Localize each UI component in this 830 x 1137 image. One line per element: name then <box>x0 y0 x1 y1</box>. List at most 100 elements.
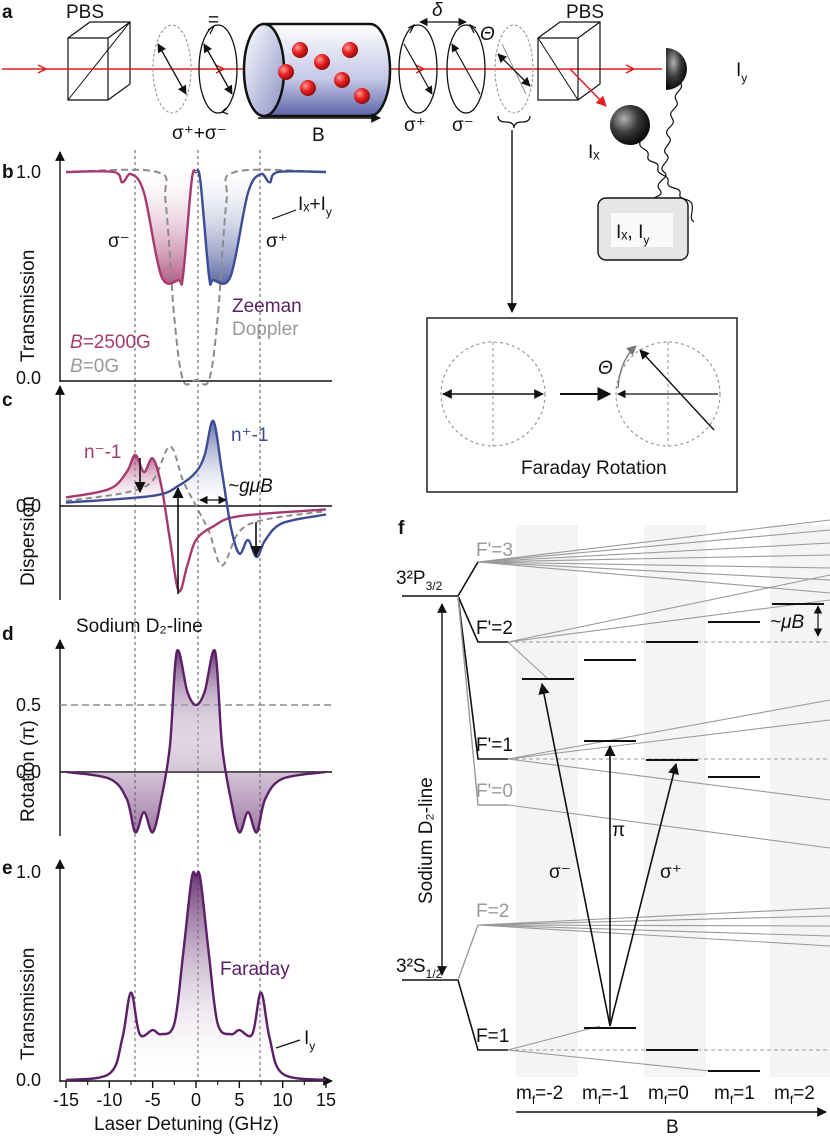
panel-b-b-high: B=2500G <box>70 332 151 353</box>
sigma-plus-transition-label: σ⁺ <box>660 862 682 883</box>
panel-letter-f: f <box>398 518 405 539</box>
theta-label: Θ <box>480 24 495 45</box>
mf-label-p2: mf=2 <box>774 1083 815 1107</box>
panel-c-fill-minus <box>66 455 162 506</box>
pbs-left-label: PBS <box>66 2 104 23</box>
f2-label: F=2 <box>476 901 509 922</box>
pbs-right-label: PBS <box>566 2 604 23</box>
panel-c-line-name: Sodium D₂-line <box>76 616 203 637</box>
spectra-panels: b 1.0 0.0 Transmission σ⁻ σ⁺ Iₓ+Iy Zeema… <box>2 150 336 1135</box>
panel-e-ytick-top: 1.0 <box>16 862 41 882</box>
xtick-label: 5 <box>234 1090 244 1110</box>
panel-c-n-minus-label: n⁻-1 <box>84 442 122 463</box>
detector-box-inner <box>611 213 673 247</box>
panel-e-ylabel: Transmission <box>18 948 39 1060</box>
panel-c-splitting-label: ~gμB <box>228 476 273 497</box>
zeeman-fan-lines <box>477 519 830 1072</box>
panel-d-fill-negative <box>66 650 326 833</box>
panel-b-sigma-plus: σ⁺ <box>266 231 288 252</box>
panel-b-doppler-curve <box>65 168 327 386</box>
sigma-minus-transition <box>538 682 611 1027</box>
panel-b-b-zero: B=0G <box>70 356 119 377</box>
deflected-beam <box>569 68 607 107</box>
panel-letter-d: d <box>2 624 14 645</box>
sublevel-bars <box>522 603 824 1072</box>
panel-f-line-name: Sodium D₂-line <box>416 777 437 904</box>
panel-a: a PBS = σ⁺+σ⁻ <box>2 0 747 313</box>
xtick-label: 10 <box>273 1090 293 1110</box>
beam-arrow-icon <box>625 64 636 74</box>
panel-b-sum-label: Iₓ+Iy <box>298 194 332 219</box>
pi-transition-label: π <box>612 820 625 841</box>
rotation-arc <box>617 345 637 389</box>
panel-d-rotation-curve <box>65 649 327 834</box>
panel-b-ytick-bottom: 0.0 <box>16 368 41 388</box>
panel-c-n-plus-curve <box>65 419 327 559</box>
panel-letter-c: c <box>2 390 13 411</box>
xtick-label: -5 <box>145 1090 161 1110</box>
panel-d-ylabel: Rotation (π) <box>18 720 39 822</box>
panel-c-ytick: 0.0 <box>16 496 41 516</box>
panel-b-fill-plus <box>200 172 261 285</box>
inset-box <box>426 317 738 493</box>
panel-c-ylabel: Dispersion <box>18 496 39 586</box>
inset-title: Faraday Rotation <box>521 458 667 479</box>
vapor-cell-icon <box>242 22 392 118</box>
beam-arrow-icon <box>37 64 48 74</box>
panel-c-fill-plus <box>152 420 222 506</box>
inset-circle-right <box>615 341 721 447</box>
panel-e-xticks: -15 -10 -5 0 5 10 15 <box>53 1081 336 1110</box>
mf-label-p1: mf=1 <box>714 1083 755 1107</box>
mf-label-0: mf=0 <box>648 1083 689 1107</box>
panel-b-sigma-minus: σ⁻ <box>108 231 130 252</box>
panel-b-zeeman-plus-curve <box>194 168 327 286</box>
panel-b-ytick-top: 1.0 <box>16 162 41 182</box>
xtick-label: -10 <box>96 1090 122 1110</box>
panel-d-ytick-zero: 0.0 <box>16 762 41 782</box>
faraday-inset: Θ Faraday Rotation <box>426 317 738 493</box>
f2p-label: F'=2 <box>476 618 513 639</box>
panel-letter-e: e <box>2 858 13 879</box>
f1p-label: F'=1 <box>476 735 513 756</box>
panel-b-zeeman-label: Zeeman <box>232 296 302 317</box>
panel-b-zeeman-minus-curve <box>65 168 198 286</box>
inset-rotated-arrow <box>639 349 715 431</box>
panel-c-n-minus-curve <box>65 453 327 593</box>
xtick-label: 15 <box>316 1090 336 1110</box>
pbs-left-icon <box>67 21 131 101</box>
panel-e-transmission-curve <box>65 870 327 1082</box>
panel-d-ytick-half: 0.5 <box>16 695 41 715</box>
panel-e-faraday-label: Faraday <box>220 959 290 980</box>
mf-label-m2: mf=-2 <box>516 1083 563 1107</box>
xtick-label: -15 <box>53 1090 79 1110</box>
f3-label: F'=3 <box>476 540 513 561</box>
inset-circle-left <box>440 341 546 447</box>
equals-sign: = <box>208 10 219 31</box>
mf-label-m1: mf=-1 <box>582 1083 629 1107</box>
brace-icon <box>497 115 531 129</box>
delta-label: δ <box>432 0 443 21</box>
panel-b-ylabel: Transmission <box>18 250 39 362</box>
s12-label: 3²S1/2 <box>396 956 443 981</box>
xtick-label: 0 <box>191 1090 201 1110</box>
beam-arrow-icon <box>415 64 426 74</box>
f1-label: F=1 <box>476 1026 509 1047</box>
f0p-label: F'=0 <box>476 781 513 802</box>
panel-c-n-plus-label: n⁺-1 <box>231 425 269 446</box>
circular-decomposition-icon <box>198 24 238 115</box>
panel-f-splitting-label: ~μB <box>770 612 805 633</box>
detector-x-icon <box>610 105 695 223</box>
panel-c-doppler-curve <box>65 445 327 567</box>
field-label: B <box>312 125 325 146</box>
p32-label: 3²P3/2 <box>396 568 443 593</box>
linear-polarization-icon <box>152 24 192 114</box>
pbs-right-icon <box>537 21 601 101</box>
sigma-pm-label: σ⁺+σ⁻ <box>172 123 227 144</box>
rotated-polarization-icon <box>494 24 534 114</box>
sigma-minus-transition-label: σ⁻ <box>549 862 571 883</box>
panel-f: f <box>396 518 830 1137</box>
sigma-minus-label: σ⁻ <box>452 115 474 136</box>
panel-e-iy-label: Iy <box>304 1028 315 1053</box>
panel-e-ytick-bottom: 0.0 <box>16 1070 41 1090</box>
